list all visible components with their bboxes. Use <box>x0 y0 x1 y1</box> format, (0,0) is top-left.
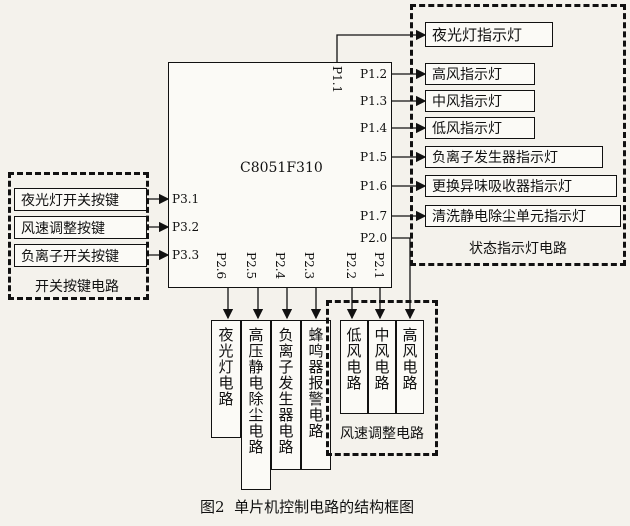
mcu-label: C8051F310 <box>240 160 323 176</box>
pin-p2-3: P2.3 <box>302 252 316 280</box>
pin-p1-1: P1.1 <box>330 66 344 94</box>
pin-p1-6: P1.6 <box>360 179 388 193</box>
pin-p1-5: P1.5 <box>360 150 388 164</box>
anion-switch-button: 负离子开关按键 <box>14 244 147 267</box>
hv-dust-circuit: 高压静电除尘电路 <box>241 320 271 490</box>
pin-p3-2: P3.2 <box>172 220 200 234</box>
indicator-high-wind: 高风指示灯 <box>425 63 535 85</box>
wind-speed-button: 风速调整按键 <box>14 216 147 239</box>
indicator-anion: 负离子发生器指示灯 <box>425 146 603 168</box>
pin-p2-1: P2.1 <box>372 252 386 280</box>
pin-p2-5: P2.5 <box>244 252 258 280</box>
mid-wind-circuit: 中风电路 <box>368 320 396 414</box>
wind-speed-group <box>326 300 438 456</box>
switch-button-group <box>8 172 149 300</box>
pin-p1-7: P1.7 <box>360 209 388 223</box>
night-light-switch-button: 夜光灯开关按键 <box>14 188 147 211</box>
pin-p2-6: P2.6 <box>214 252 228 280</box>
indicator-night-light: 夜光灯指示灯 <box>425 22 553 47</box>
indicator-replace-absorber: 更换异味吸收器指示灯 <box>425 175 617 197</box>
low-wind-circuit: 低风电路 <box>340 320 368 414</box>
pin-p2-4: P2.4 <box>273 252 287 280</box>
switch-group-title: 开关按键电路 <box>32 276 122 296</box>
indicator-mid-wind: 中风指示灯 <box>425 90 535 112</box>
wind-group-title: 风速调整电路 <box>337 423 427 443</box>
anion-generator-circuit: 负离子发生器电路 <box>271 320 301 470</box>
mcu-block <box>168 62 392 288</box>
pin-p1-2: P1.2 <box>360 67 388 81</box>
figure-caption: 图2 单片机控制电路的结构框图 <box>200 498 415 516</box>
pin-p2-0: P2.0 <box>360 231 388 245</box>
indicator-group-title: 状态指示灯电路 <box>466 238 570 258</box>
night-light-circuit: 夜光灯电路 <box>211 320 241 438</box>
high-wind-circuit: 高风电路 <box>396 320 424 414</box>
indicator-group <box>410 4 626 266</box>
pin-p3-1: P3.1 <box>172 192 200 206</box>
pin-p1-3: P1.3 <box>360 94 388 108</box>
indicator-clean-dust-unit: 清洗静电除尘单元指示灯 <box>425 205 621 227</box>
indicator-low-wind: 低风指示灯 <box>425 117 535 139</box>
pin-p1-4: P1.4 <box>360 121 388 135</box>
pin-p2-2: P2.2 <box>344 252 358 280</box>
pin-p3-3: P3.3 <box>172 248 200 262</box>
